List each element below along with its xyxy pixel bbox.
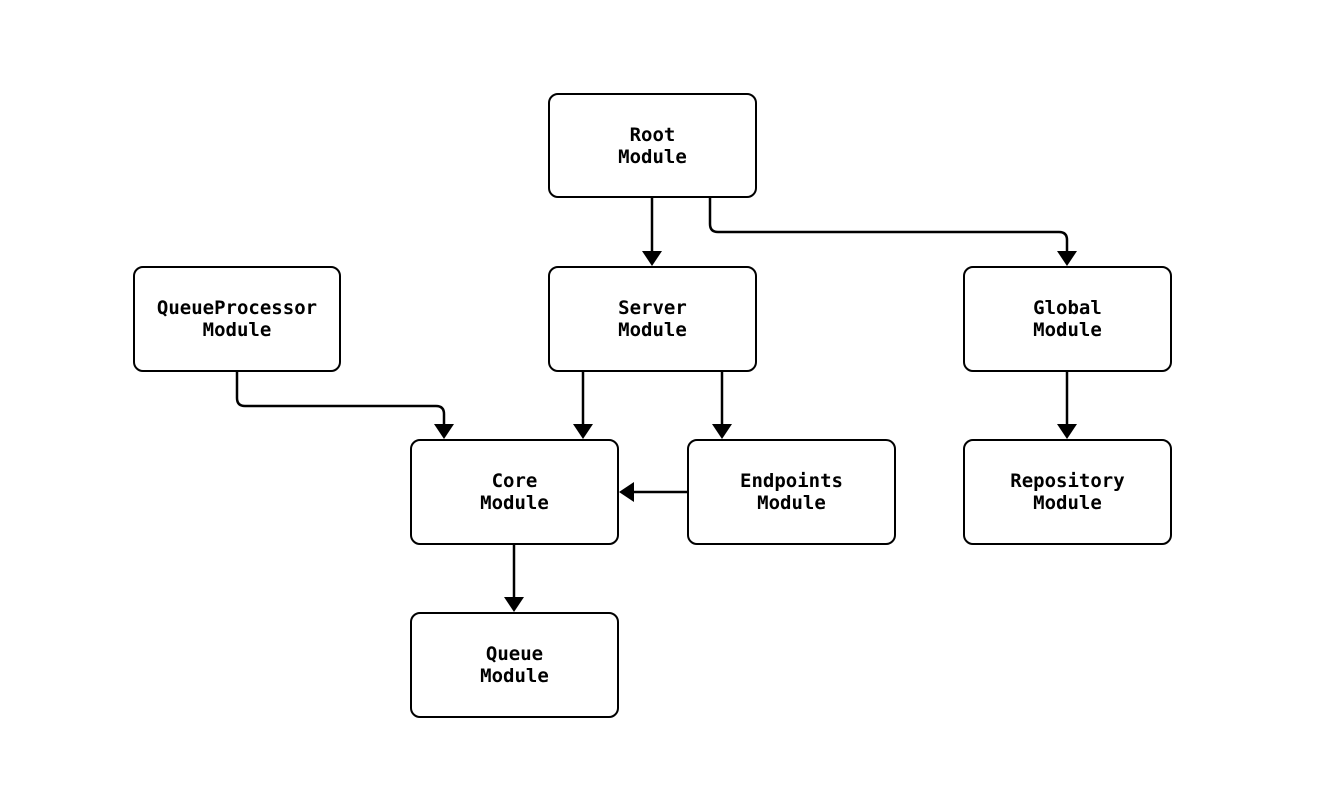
edge-global-to-repository xyxy=(1057,372,1077,439)
node-repository-module-label: Repository Module xyxy=(1010,470,1125,514)
edge-server-to-core xyxy=(573,372,593,439)
edge-core-to-queue xyxy=(504,545,524,612)
node-root-module-label: Root Module xyxy=(618,123,687,168)
node-global-module-label: Global Module xyxy=(1033,297,1102,341)
edge-queueprocessor-to-core xyxy=(235,372,454,439)
node-server-module: Server Module xyxy=(548,266,757,372)
node-root-module: Root Module xyxy=(548,93,757,198)
edge-endpoints-to-core xyxy=(619,482,687,502)
node-core-module-label: Core Module xyxy=(480,470,549,514)
node-queueprocessor-module: QueueProcessor Module xyxy=(133,266,341,372)
node-endpoints-module-label: Endpoints Module xyxy=(740,470,843,514)
node-endpoints-module: Endpoints Module xyxy=(687,439,896,545)
node-server-module-label: Server Module xyxy=(618,297,687,341)
node-queueprocessor-module-label: QueueProcessor Module xyxy=(156,297,318,341)
edge-server-to-endpoints xyxy=(712,372,732,439)
node-queue-module-label: Queue Module xyxy=(480,643,549,687)
node-repository-module: Repository Module xyxy=(963,439,1172,545)
edge-root-to-global xyxy=(708,198,1077,266)
edge-root-to-server xyxy=(642,198,662,266)
node-core-module: Core Module xyxy=(410,439,619,545)
node-queue-module: Queue Module xyxy=(410,612,619,718)
node-global-module: Global Module xyxy=(963,266,1172,372)
